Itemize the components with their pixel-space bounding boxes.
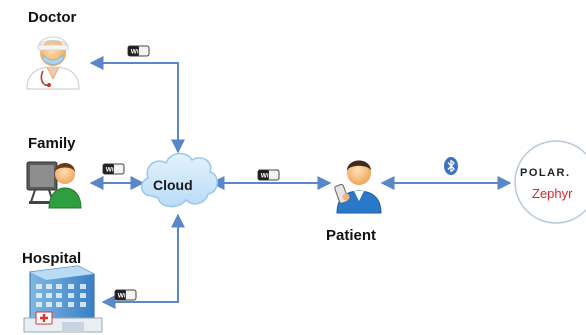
cloud-shape — [140, 152, 218, 208]
doctor-icon — [26, 36, 80, 90]
svg-text:Wi Fi: Wi Fi — [131, 49, 147, 56]
wifi-badge-hospital: Wi Fi — [114, 289, 137, 301]
hospital-label: Hospital — [22, 250, 82, 267]
wifi-badge-doctor: Wi Fi — [127, 45, 150, 57]
polar-logo: POLAR. — [520, 167, 571, 179]
device-circle: POLAR. Zephyr — [514, 140, 586, 224]
family-label: Family — [28, 135, 76, 152]
patient-icon — [334, 160, 382, 214]
zephyr-logo: Zephyr — [532, 186, 573, 201]
doctor-cloud-link — [89, 56, 185, 154]
bluetooth-icon — [444, 157, 458, 175]
hospital-cloud-link — [101, 213, 185, 309]
patient-label: Patient — [326, 227, 377, 244]
connections — [89, 56, 512, 309]
svg-text:Wi Fi: Wi Fi — [261, 173, 277, 180]
hospital-icon — [23, 265, 103, 333]
doctor-label: Doctor — [28, 9, 77, 26]
wifi-badge-family: Wi Fi — [102, 163, 125, 175]
cloud-label: Cloud — [153, 177, 193, 193]
svg-text:Wi Fi: Wi Fi — [118, 293, 134, 300]
wifi-badge-patient: Wi Fi — [257, 169, 280, 181]
family-icon — [26, 161, 82, 209]
svg-text:Wi Fi: Wi Fi — [106, 167, 122, 174]
